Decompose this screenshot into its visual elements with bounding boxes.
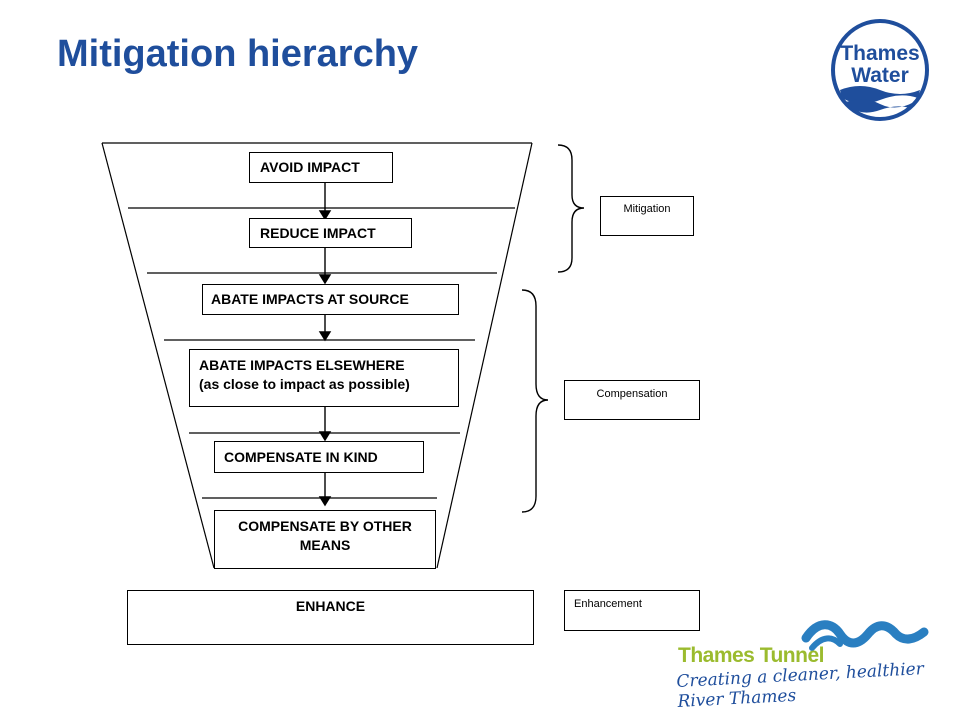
step-abate-at-source: ABATE IMPACTS AT SOURCE (202, 284, 459, 315)
mitigation-label-box: Mitigation (600, 196, 694, 236)
logo-text-water: Water (851, 64, 909, 87)
thames-water-logo: Thames Water (831, 19, 929, 121)
enhancement-label: Enhancement (574, 598, 642, 610)
enhance-box: ENHANCE (127, 590, 534, 645)
arrow-head (318, 274, 332, 285)
step-sublabel: (as close to impact as possible) (199, 376, 410, 392)
step-abate-elsewhere: ABATE IMPACTS ELSEWHERE (as close to imp… (189, 349, 459, 407)
step-label: AVOID IMPACT (260, 159, 360, 175)
enhance-label: ENHANCE (295, 598, 366, 614)
step-compensate-other-means: COMPENSATE BY OTHER MEANS (214, 510, 436, 569)
funnel-right-edge (436, 142, 533, 569)
step-avoid-impact: AVOID IMPACT (249, 152, 393, 183)
compensation-brace (521, 289, 549, 513)
step-label: COMPENSATE IN KIND (224, 449, 378, 465)
step-label: ABATE IMPACTS ELSEWHERE (199, 357, 405, 373)
page-title: Mitigation hierarchy (57, 33, 419, 75)
step-label: COMPENSATE BY OTHER (238, 518, 412, 534)
step-label: REDUCE IMPACT (260, 225, 376, 241)
step-label: ABATE IMPACTS AT SOURCE (211, 291, 409, 307)
arrow-head (318, 431, 332, 442)
arrow-head (318, 496, 332, 507)
thames-tunnel-title: Thames Tunnel (678, 644, 824, 667)
arrow-head (318, 210, 332, 221)
thames-tunnel-wave-icon (801, 620, 929, 651)
logo-text-thames: Thames (840, 42, 919, 65)
step-label-cont: MEANS (299, 537, 351, 553)
mitigation-brace (557, 144, 585, 273)
arrow-head (318, 331, 332, 342)
funnel-left-edge (101, 142, 215, 569)
step-compensate-in-kind: COMPENSATE IN KIND (214, 441, 424, 473)
compensation-label-box: Compensation (564, 380, 700, 420)
compensation-label: Compensation (596, 388, 668, 400)
step-reduce-impact: REDUCE IMPACT (249, 218, 412, 248)
enhancement-label-box: Enhancement (564, 590, 700, 631)
mitigation-label: Mitigation (623, 203, 671, 215)
